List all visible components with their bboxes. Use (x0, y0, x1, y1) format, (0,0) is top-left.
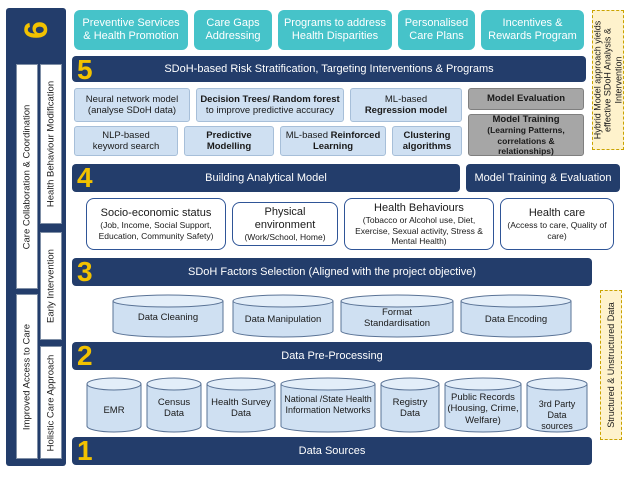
layer-2-title: Data Pre-Processing (281, 350, 383, 362)
top-personalised-care: Personalised Care Plans (398, 10, 475, 50)
mlreg-line2: Regression model (364, 105, 448, 116)
health-behaviours-title: Health Behaviours (374, 202, 464, 215)
socio-economic-title: Socio-economic status (100, 207, 212, 220)
census-label: Census Data (157, 397, 191, 420)
structured-data-label: Structured & Unstructured Data (606, 302, 616, 428)
training-line2: (Learning Patterns, (487, 125, 565, 136)
health-behaviour-box: Health Behaviour Modification (40, 64, 62, 224)
cylinder-data-manipulation: Data Manipulation (232, 294, 334, 338)
model-evaluation-box: Model Evaluation (468, 88, 584, 110)
cylinder-third-party: 3rd Party Data sources (526, 377, 588, 433)
layer-3-bar: SDoH Factors Selection (Aligned with the… (72, 258, 592, 286)
public-records-label: Public Records (Housing, Crime, Welfare) (447, 392, 519, 426)
layer-5-number: 5 (77, 54, 93, 85)
cylinder-format-standardisation: Format Standardisation (340, 294, 454, 338)
data-cleaning-label: Data Cleaning (137, 312, 199, 323)
reinforced-line2: Learning (312, 141, 354, 152)
structured-data-note: Structured & Unstructured Data (600, 290, 622, 440)
socio-economic-box: Socio-economic status (Job, Income, Soci… (86, 198, 226, 250)
clustering-box: Clustering algorithms (392, 126, 462, 156)
socio-economic-sub: (Job, Income, Social Support, Education,… (98, 220, 214, 241)
health-care-box: Health care (Access to care, Quality of … (500, 198, 614, 250)
health-care-sub: (Access to care, Quality of care) (507, 220, 607, 241)
clustering-line2: algorithms (402, 141, 452, 152)
model-training-evaluation-title: Model Training & Evaluation (474, 172, 612, 184)
layer-2-number: 2 (77, 340, 93, 371)
layer-4-number: 4 (77, 162, 93, 193)
improved-access-box: Improved Access to Care (16, 294, 38, 459)
holistic-care-label: Holistic Care Approach (45, 354, 57, 451)
early-intervention-box: Early Intervention (40, 232, 62, 340)
health-behaviours-box: Health Behaviours (Tobacco or Alcohol us… (344, 198, 494, 250)
care-collaboration-box: Care Collaboration & Coordination (16, 64, 38, 289)
cylinder-census: Census Data (146, 377, 202, 433)
model-training-evaluation-bar: Model Training & Evaluation (466, 164, 620, 192)
data-manipulation-label: Data Manipulation (244, 314, 322, 325)
health-info-networks-label: National /State Health Information Netwo… (284, 394, 372, 415)
layer-2-bar: Data Pre-Processing (72, 342, 592, 370)
trees-line1: Decision Trees/ Random forest (200, 93, 340, 105)
trees-line2: to improve predictive accuracy (205, 105, 335, 116)
hybrid-model-note: Hybrid Model approach yields effective S… (592, 10, 624, 150)
cylinder-emr: EMR (86, 377, 142, 433)
neural-network-box: Neural network model (analyse SDoH data) (74, 88, 190, 122)
training-line3: correlations & relationships) (497, 135, 555, 156)
health-survey-label: Health Survey Data (211, 397, 271, 420)
nlp-line1: NLP-based (102, 129, 150, 141)
cylinder-public-records: Public Records (Housing, Crime, Welfare) (444, 377, 522, 433)
mlreg-line1: ML-based (384, 93, 428, 105)
layer-3-number: 3 (77, 256, 93, 287)
layer-1-title: Data Sources (298, 445, 366, 457)
top-health-disparities: Programs to address Health Disparities (278, 10, 392, 50)
reinforced-line1b: Reinforced (330, 129, 381, 141)
layer-6-number: 6 (17, 21, 54, 39)
cylinder-health-info-networks: National /State Health Information Netwo… (280, 377, 376, 433)
layer-4-bar: Building Analytical Model (72, 164, 460, 192)
holistic-care-box: Holistic Care Approach (40, 346, 62, 459)
health-behaviours-sub: (Tobacco or Alcohol use, Diet, Exercise,… (355, 215, 483, 246)
top-incentives: Incentives & Rewards Program (481, 10, 584, 50)
layer-1-number: 1 (77, 435, 93, 466)
layer-5-title: SDoH-based Risk Stratification, Targetin… (164, 63, 494, 75)
neural-line2: (analyse SDoH data) (87, 105, 177, 116)
physical-environment-title: Physical environment (254, 205, 316, 231)
training-line1: Model Training (492, 114, 560, 126)
health-behaviour-label: Health Behaviour Modification (45, 80, 57, 208)
nlp-line2: keyword search (92, 141, 160, 152)
nlp-box: NLP-based keyword search (74, 126, 178, 156)
reinforced-line1a: ML-based (285, 129, 331, 141)
improved-access-label: Improved Access to Care (21, 323, 33, 430)
top-preventive-services: Preventive Services & Health Promotion (74, 10, 188, 50)
predictive-modelling-box: Predictive Modelling (184, 126, 274, 156)
layer-4-title: Building Analytical Model (205, 172, 327, 184)
clustering-line1: Clustering (403, 129, 451, 141)
decision-trees-box: Decision Trees/ Random forest to improve… (196, 88, 344, 122)
registry-label: Registry Data (392, 397, 428, 420)
data-encoding-label: Data Encoding (484, 314, 548, 325)
layer-5-bar: SDoH-based Risk Stratification, Targetin… (72, 56, 586, 82)
cylinder-data-encoding: Data Encoding (460, 294, 572, 338)
third-party-label: 3rd Party Data sources (538, 399, 576, 431)
reinforced-learning-box: ML-based Reinforced Learning (280, 126, 386, 156)
physical-environment-sub: (Work/School, Home) (244, 232, 326, 243)
predictive-line2: Modelling (206, 141, 252, 152)
early-intervention-label: Early Intervention (45, 249, 57, 323)
cylinder-data-cleaning: Data Cleaning (112, 294, 224, 338)
physical-environment-box: Physical environment (Work/School, Home) (232, 202, 338, 246)
cylinder-health-survey: Health Survey Data (206, 377, 276, 433)
health-care-title: Health care (528, 207, 586, 220)
layer-3-title: SDoH Factors Selection (Aligned with the… (188, 266, 476, 278)
model-training-box: Model Training (Learning Patterns, corre… (468, 114, 584, 156)
emr-label: EMR (103, 405, 125, 416)
predictive-line1: Predictive (206, 129, 252, 141)
layer-1-bar: Data Sources (72, 437, 592, 465)
cylinder-registry: Registry Data (380, 377, 440, 433)
format-standardisation-label: Format Standardisation (364, 307, 431, 330)
care-collaboration-label: Care Collaboration & Coordination (21, 104, 33, 249)
top-care-gaps: Care Gaps Addressing (194, 10, 272, 50)
hybrid-model-label: Hybrid Model approach yields effective S… (592, 20, 624, 140)
neural-line1: Neural network model (85, 93, 179, 105)
ml-regression-box: ML-based Regression model (350, 88, 462, 122)
